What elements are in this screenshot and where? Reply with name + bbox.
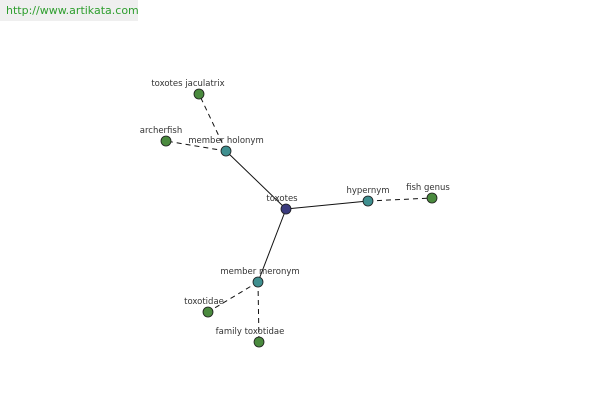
node-member-holonym[interactable]: member holonym xyxy=(188,136,264,157)
node-circle-archerfish[interactable] xyxy=(160,135,172,147)
graph-edges xyxy=(165,93,433,343)
edge-member-holonym-to-archerfish xyxy=(165,140,227,152)
edge-toxotes-to-hypernym xyxy=(285,200,369,210)
node-label-member-meronym: member meronym xyxy=(220,267,299,277)
watermark: http://www.artikata.com xyxy=(0,0,139,21)
node-hypernym[interactable]: hypernym xyxy=(346,186,390,207)
node-member-meronym[interactable]: member meronym xyxy=(220,267,300,288)
node-label-fish-genus: fish genus xyxy=(406,183,450,193)
node-circle-family-toxotidae[interactable] xyxy=(253,336,265,348)
edge-member-holonym-to-toxotes-jaculatrix xyxy=(198,93,227,152)
node-toxotidae[interactable]: toxotidae xyxy=(184,297,224,318)
edge-member-meronym-to-toxotidae xyxy=(207,281,259,313)
node-archerfish[interactable]: archerfish xyxy=(140,126,182,147)
node-family-toxotidae[interactable]: family toxotidae xyxy=(216,327,285,348)
graph-nodes: toxotes member holonym hypernym member mero… xyxy=(140,79,450,348)
node-toxotes[interactable]: toxotes xyxy=(266,194,298,215)
node-circle-member-holonym[interactable] xyxy=(220,145,232,157)
node-label-family-toxotidae: family toxotidae xyxy=(216,327,285,337)
node-label-archerfish: archerfish xyxy=(140,126,182,136)
node-toxotes-jaculatrix[interactable]: toxotes jaculatrix xyxy=(151,79,225,100)
node-label-toxotes-jaculatrix: toxotes jaculatrix xyxy=(151,79,224,89)
node-label-member-holonym: member holonym xyxy=(188,136,263,146)
node-label-hypernym: hypernym xyxy=(346,186,389,196)
node-fish-genus[interactable]: fish genus xyxy=(406,183,450,204)
edge-hypernym-to-fish-genus xyxy=(367,197,433,202)
node-label-toxotidae: toxotidae xyxy=(184,297,224,307)
node-circle-fish-genus[interactable] xyxy=(426,192,438,204)
edge-member-meronym-to-family-toxotidae xyxy=(257,281,260,343)
edge-toxotes-to-member-holonym xyxy=(225,150,287,210)
node-circle-hypernym[interactable] xyxy=(362,195,374,207)
node-label-toxotes: toxotes xyxy=(266,194,298,204)
node-circle-toxotidae[interactable] xyxy=(202,306,214,318)
node-circle-toxotes[interactable] xyxy=(280,203,292,215)
watermark-link[interactable]: http://www.artikata.com xyxy=(6,4,139,17)
node-circle-toxotes-jaculatrix[interactable] xyxy=(193,88,205,100)
edge-toxotes-to-member-meronym xyxy=(257,208,287,283)
node-circle-member-meronym[interactable] xyxy=(252,276,264,288)
